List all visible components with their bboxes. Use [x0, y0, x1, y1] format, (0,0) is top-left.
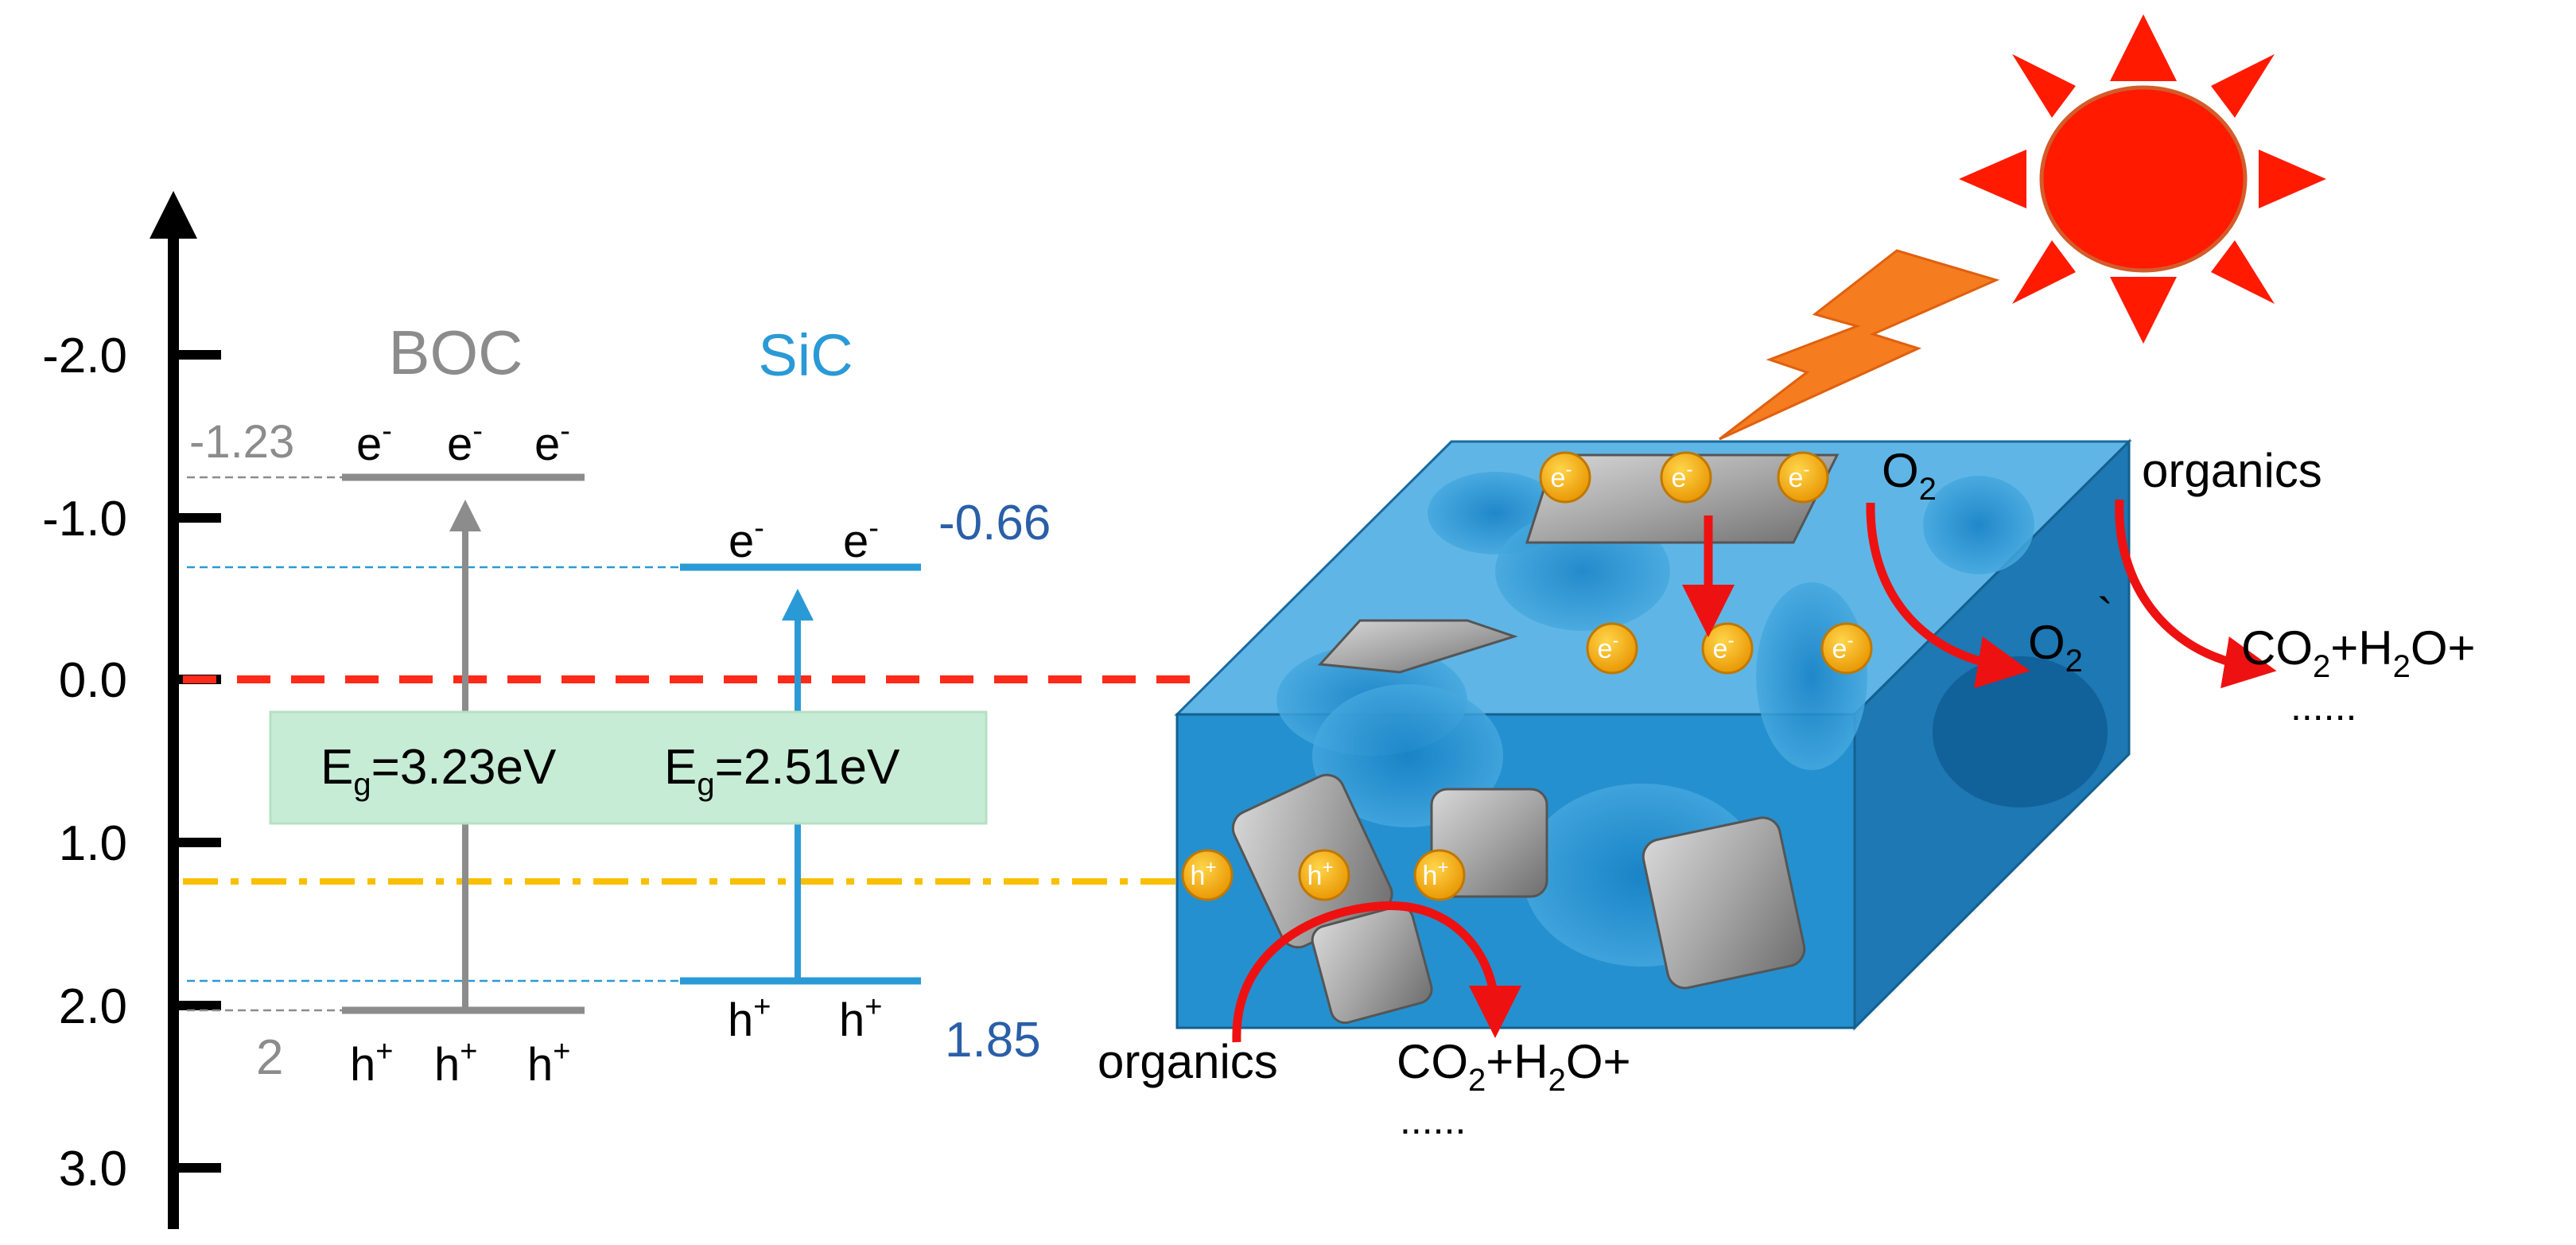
- tick-label: 0.0: [59, 653, 127, 708]
- boc-band-gap: Eg=3.23eV: [321, 740, 557, 802]
- sic-cb-value: -0.66: [938, 496, 1051, 551]
- catalyst-block: e- e- e- e- e- e-: [1174, 438, 2132, 1031]
- organics-label-bottom: organics: [1098, 1035, 1278, 1088]
- boc-electron: e-: [534, 414, 570, 470]
- boc-cb-value: -1.23: [189, 416, 294, 468]
- particle: [1311, 905, 1433, 1025]
- boc-hole: h+: [527, 1035, 570, 1091]
- sic-electron: e-: [729, 512, 764, 567]
- products-label-right: CO2+H2O+: [2241, 621, 2476, 684]
- electron-dot: e-: [1660, 451, 1712, 504]
- boc-hole: h+: [434, 1035, 477, 1091]
- band-gap-box: Eg=3.23eV Eg=2.51eV: [269, 710, 988, 825]
- boc-electron: e-: [356, 414, 392, 470]
- svg-text:e-: e-: [1789, 459, 1810, 493]
- tick-label: 2.0: [59, 979, 127, 1034]
- particle: [1317, 619, 1518, 674]
- axis-ticks: [173, 350, 221, 1173]
- ellipsis-right: ......: [2290, 684, 2356, 729]
- sic-label: SiC: [758, 322, 853, 388]
- electron-dot: e-: [1586, 622, 1638, 675]
- hole-markers: h+ h+ h+: [1181, 849, 1466, 901]
- o2-radical-label: O2`: [2028, 589, 2113, 679]
- sic-hole: h+: [839, 990, 882, 1046]
- hole-dot: h+: [1181, 849, 1234, 901]
- electron-markers: e- e- e- e- e- e-: [1539, 451, 1873, 675]
- boc-vb-value: 2: [256, 1030, 283, 1085]
- hole-dot: h+: [1298, 849, 1350, 901]
- svg-text:h+: h+: [1423, 857, 1449, 891]
- svg-text:e-: e-: [1598, 630, 1619, 664]
- sic-band: SiC -0.66 e- e- h+ h+ 1.85: [680, 322, 1051, 1068]
- svg-text:e-: e-: [1713, 630, 1735, 664]
- electron-dot: e-: [1701, 622, 1754, 675]
- energy-axis: -2.0 -1.0 0.0 1.0 2.0 3.0: [42, 191, 221, 1229]
- electron-dot: e-: [1820, 622, 1873, 675]
- pore: [1756, 582, 1867, 770]
- tick-label: -2.0: [42, 329, 127, 383]
- svg-text:h+: h+: [1307, 857, 1334, 891]
- boc-band: BOC -1.23 e- e- e- h+ h+ h+ 2: [189, 317, 585, 1091]
- svg-text:e-: e-: [1551, 459, 1572, 493]
- hole-dot: h+: [1413, 849, 1466, 901]
- lightning-icon: [1719, 249, 2000, 441]
- sic-electron: e-: [843, 512, 879, 567]
- electron-dot: e-: [1777, 451, 1829, 504]
- boc-label: BOC: [388, 317, 523, 387]
- ellipsis-bottom: ......: [1400, 1098, 1466, 1142]
- products-label-bottom: CO2+H2O+: [1397, 1035, 1631, 1098]
- band-gap-panel: [269, 710, 988, 825]
- sun-icon: [1959, 14, 2326, 344]
- electron-dot: e-: [1539, 451, 1591, 504]
- organics-oxidation-arrow-top: [2115, 499, 2277, 689]
- sic-vb-value: 1.85: [945, 1013, 1041, 1068]
- tick-label: -1.0: [42, 492, 127, 547]
- sic-band-gap: Eg=2.51eV: [664, 740, 900, 802]
- boc-electron: e-: [447, 414, 483, 470]
- organics-label-top: organics: [2142, 444, 2322, 497]
- sic-hole: h+: [728, 990, 771, 1046]
- tick-label: 1.0: [59, 816, 127, 871]
- o2-reduction-arrow: [1866, 502, 2030, 689]
- svg-text:h+: h+: [1191, 857, 1217, 891]
- pore: [1923, 476, 2034, 574]
- svg-text:e-: e-: [1832, 630, 1854, 664]
- axis-arrowhead: [150, 191, 197, 239]
- o2-label: O2: [1882, 444, 1937, 507]
- particle: [1642, 816, 1806, 990]
- tick-label: 3.0: [59, 1142, 127, 1196]
- organics-oxidation-arrow-bottom: [1232, 901, 1521, 1043]
- pore: [1933, 656, 2108, 807]
- boc-hole: h+: [350, 1035, 393, 1091]
- svg-text:e-: e-: [1672, 459, 1693, 493]
